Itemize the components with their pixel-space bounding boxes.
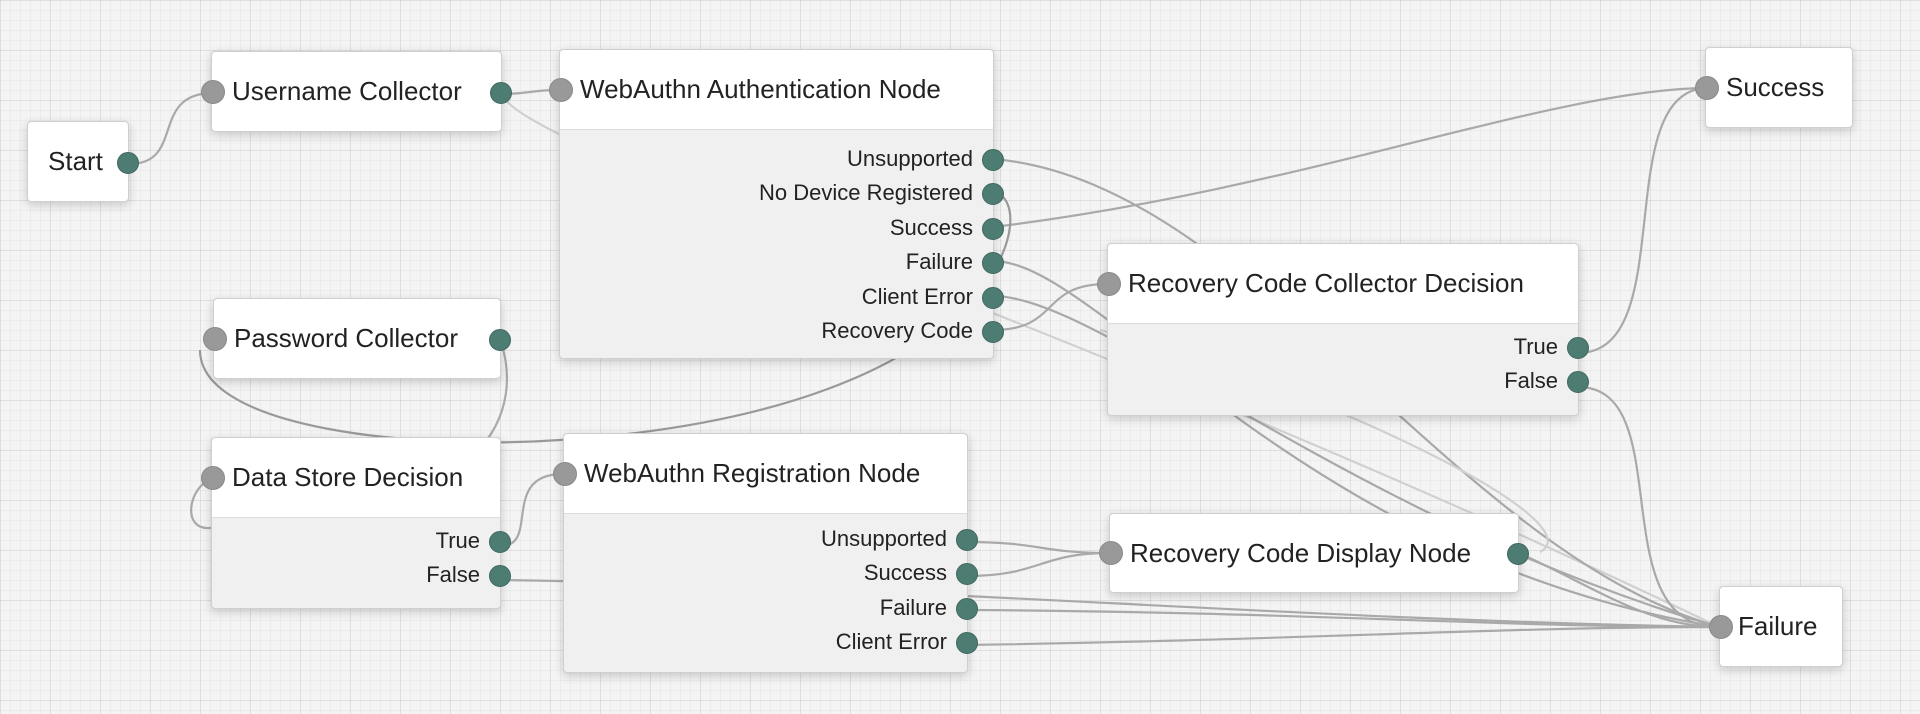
data-store-decision-outcomes: True False xyxy=(212,518,511,593)
outcome-failure: Failure xyxy=(564,591,978,625)
outcome-true-port[interactable] xyxy=(489,531,511,553)
outcome-label: Unsupported xyxy=(847,146,973,171)
wire-reg-success-display xyxy=(966,551,1110,578)
outcome-failure-port[interactable] xyxy=(956,597,978,620)
outcome-unsupported: Unsupported xyxy=(564,522,978,556)
outcome-label: Client Error xyxy=(835,629,947,655)
failure-input-port[interactable] xyxy=(1709,614,1733,639)
recovery-code-collector-input-port[interactable] xyxy=(1097,271,1121,296)
recovery-code-display-input-port[interactable] xyxy=(1099,541,1123,565)
webauthn-authentication-outcomes: Unsupported No Device Registered Success… xyxy=(560,130,1004,348)
data-store-decision-title: Data Store Decision xyxy=(232,462,464,492)
failure-node[interactable]: Failure xyxy=(1709,586,1843,667)
start-node[interactable]: Start xyxy=(27,121,139,202)
wire-recovery-collector xyxy=(992,282,1108,332)
username-collector-node[interactable]: Username Collector xyxy=(201,51,512,132)
outcome-label: Client Error xyxy=(861,283,973,309)
success-input-port[interactable] xyxy=(1695,75,1719,100)
outcome-false: False xyxy=(212,558,511,592)
recovery-code-collector-title: Recovery Code Collector Decision xyxy=(1128,268,1524,298)
outcome-recovery-code: Recovery Code xyxy=(560,314,1004,348)
wire-start-username xyxy=(128,91,212,166)
outcome-true-port[interactable] xyxy=(1567,337,1589,359)
outcome-false-port[interactable] xyxy=(1567,371,1589,394)
wire-success-success xyxy=(992,86,1706,229)
failure-node-title: Failure xyxy=(1738,611,1818,641)
outcome-client-error-port[interactable] xyxy=(982,286,1004,309)
outcome-label: No Device Registered xyxy=(759,180,973,206)
wire-display-failure xyxy=(1518,551,1720,629)
outcome-client-error: Client Error xyxy=(560,280,1004,314)
wire-collector-false-failure xyxy=(1577,385,1720,629)
password-collector-title: Password Collector xyxy=(234,323,458,353)
outcome-label: Unsupported xyxy=(821,526,947,551)
outcome-no-device-registered: No Device Registered xyxy=(560,176,1004,210)
outcome-false: False xyxy=(1108,364,1589,398)
password-collector-node[interactable]: Password Collector xyxy=(203,298,511,379)
webauthn-registration-outcomes: Unsupported Success Failure Client Error xyxy=(564,514,978,660)
outcome-label: True xyxy=(1513,334,1558,359)
success-node[interactable]: Success xyxy=(1695,47,1853,128)
outcome-success: Success xyxy=(560,211,1004,245)
outcome-label: True xyxy=(435,528,480,553)
outcome-label: Failure xyxy=(879,594,947,620)
outcome-true: True xyxy=(212,524,511,558)
outcome-client-error-port[interactable] xyxy=(956,632,978,655)
outcome-label: Recovery Code xyxy=(821,317,973,343)
recovery-code-collector-decision-node[interactable]: Recovery Code Collector Decision True Fa… xyxy=(1097,243,1589,416)
outcome-success-port[interactable] xyxy=(982,217,1004,240)
outcome-failure: Failure xyxy=(560,245,1004,279)
outcome-label: False xyxy=(426,562,480,588)
success-node-title: Success xyxy=(1726,72,1825,102)
outcome-label: Success xyxy=(889,214,973,240)
wire-reg-failure-failure xyxy=(966,608,1720,629)
start-output-port[interactable] xyxy=(117,151,139,174)
outcome-no-device-registered-port[interactable] xyxy=(982,183,1004,206)
webauthn-registration-node[interactable]: WebAuthn Registration Node Unsupported S… xyxy=(553,433,978,673)
outcome-false-port[interactable] xyxy=(489,565,511,588)
outcome-failure-port[interactable] xyxy=(982,252,1004,275)
webauthn-registration-title: WebAuthn Registration Node xyxy=(584,458,921,488)
start-node-title: Start xyxy=(48,146,103,176)
outcome-unsupported-port[interactable] xyxy=(982,149,1004,171)
data-store-decision-input-port[interactable] xyxy=(201,465,225,490)
outcome-client-error: Client Error xyxy=(564,625,978,659)
outcome-label: False xyxy=(1504,368,1558,394)
webauthn-authentication-title: WebAuthn Authentication Node xyxy=(580,74,941,104)
recovery-code-collector-outcomes: True False xyxy=(1108,324,1589,399)
wire-datastore-true-registration xyxy=(500,472,564,548)
password-collector-output-port[interactable] xyxy=(489,328,511,351)
data-store-decision-node[interactable]: Data Store Decision True False xyxy=(201,437,511,609)
webauthn-authentication-node[interactable]: WebAuthn Authentication Node Unsupported… xyxy=(549,49,1004,359)
wire-collector-true-success xyxy=(1577,86,1706,355)
outcome-recovery-code-port[interactable] xyxy=(982,320,1004,343)
wire-reg-unsupported-display xyxy=(966,540,1110,555)
username-collector-input-port[interactable] xyxy=(201,79,225,104)
outcome-unsupported: Unsupported xyxy=(560,142,1004,176)
recovery-code-display-node[interactable]: Recovery Code Display Node xyxy=(1099,513,1529,593)
outcome-success: Success xyxy=(564,556,978,590)
webauthn-registration-input-port[interactable] xyxy=(553,461,577,486)
outcome-unsupported-port[interactable] xyxy=(956,529,978,551)
password-collector-input-port[interactable] xyxy=(203,326,227,351)
outcome-true: True xyxy=(1108,330,1589,364)
outcome-success-port[interactable] xyxy=(956,563,978,586)
recovery-code-display-output-port[interactable] xyxy=(1507,543,1529,565)
wire-reg-clienterror-failure xyxy=(966,625,1720,647)
webauthn-authentication-input-port[interactable] xyxy=(549,77,573,102)
outcome-label: Success xyxy=(863,560,947,586)
outcome-label: Failure xyxy=(905,249,973,275)
recovery-code-display-title: Recovery Code Display Node xyxy=(1130,537,1472,568)
username-collector-title: Username Collector xyxy=(232,76,462,106)
username-collector-output-port[interactable] xyxy=(490,81,512,104)
